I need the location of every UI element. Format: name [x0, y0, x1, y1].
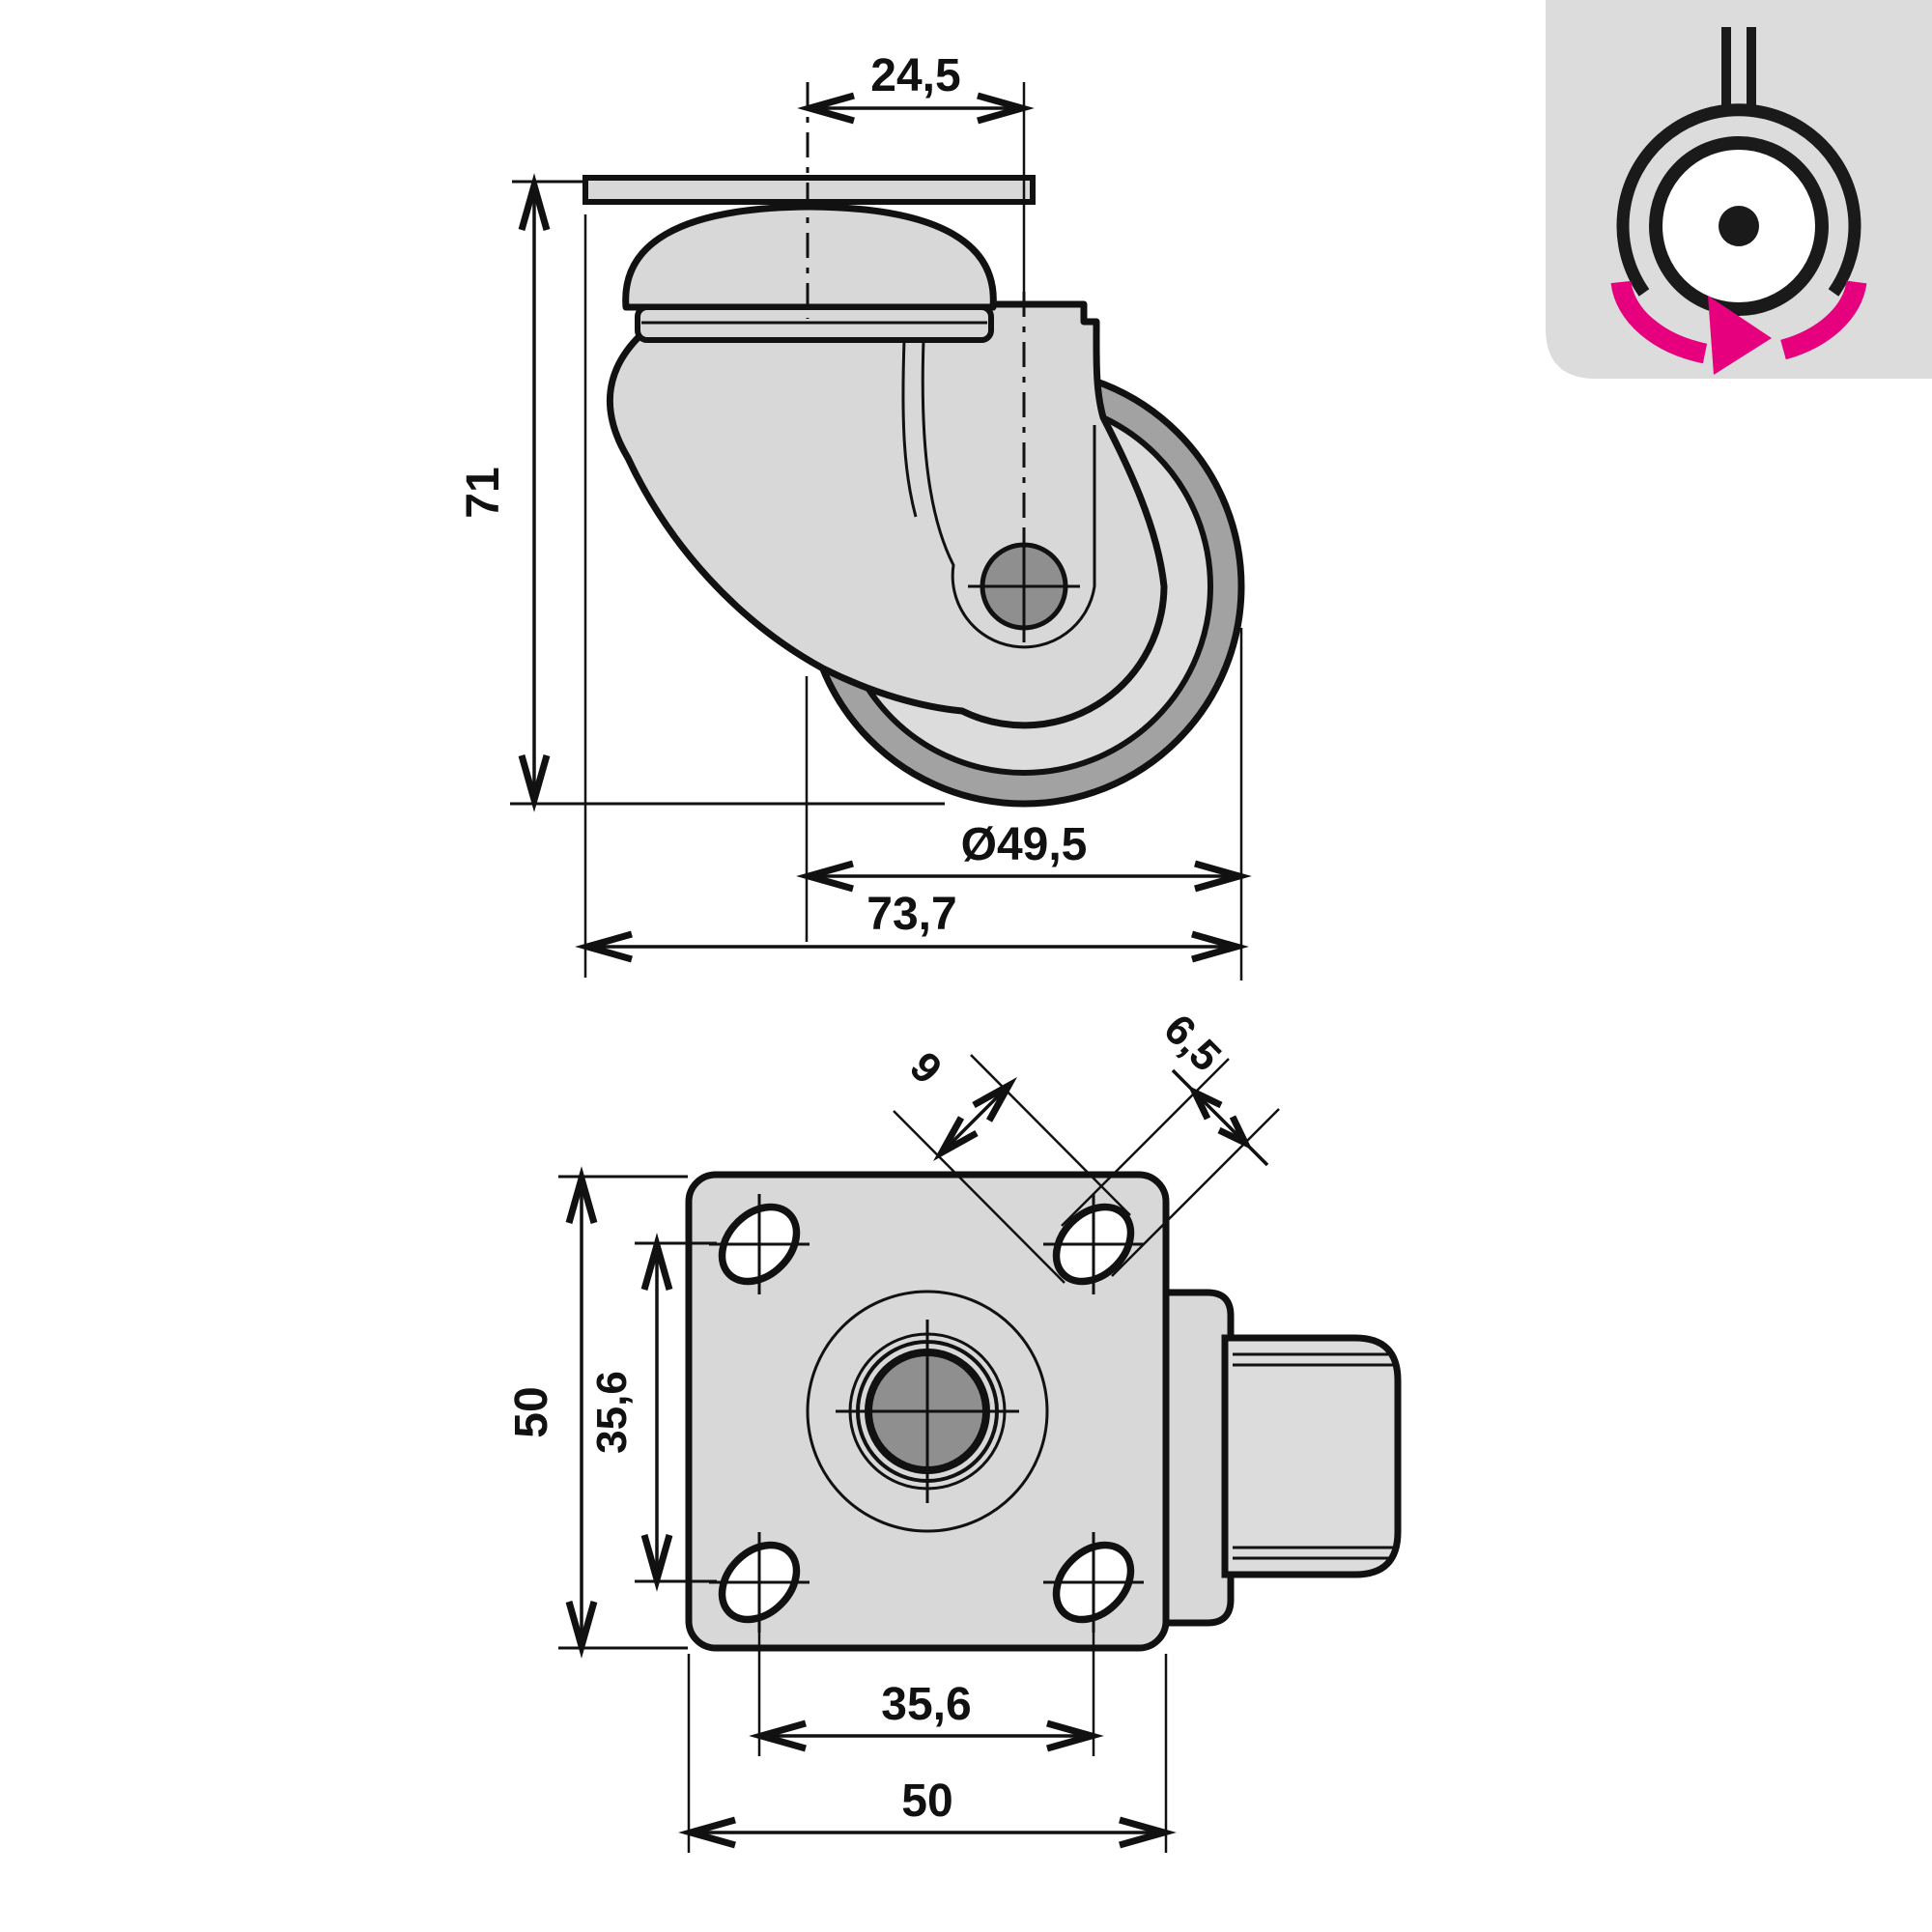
arrowhead-right — [1191, 930, 1249, 963]
ext-lines — [687, 1654, 1168, 1853]
swivel-rotation-icon — [1546, 0, 1932, 379]
ticks — [635, 1241, 717, 1583]
hole-top-left — [709, 1194, 810, 1294]
hub-center-cross — [836, 1320, 1019, 1503]
dim-hole-spacing-horizontal-label: 35,6 — [881, 1679, 971, 1730]
dim-hole-spacing-vertical: 35,6 — [588, 1233, 717, 1592]
arrowhead-left — [796, 860, 854, 893]
hole-cross — [709, 1194, 810, 1294]
side-view: 24,5 71 Ø49,5 73,7 — [458, 50, 1252, 980]
arrowhead-left — [678, 1816, 736, 1849]
rotation-arc-left — [1610, 280, 1708, 364]
axle-bolt — [968, 530, 1080, 642]
hub-sleeve — [1155, 1289, 1235, 1627]
hole-cross — [1043, 1194, 1144, 1294]
arrowhead-nw — [1187, 1085, 1223, 1121]
dim-hole-spacing-horizontal: 35,6 — [749, 1623, 1104, 1756]
ext-line-ne — [970, 1054, 1131, 1216]
arrowhead-se — [1217, 1115, 1253, 1151]
fork-crease — [901, 339, 918, 518]
icon-rotation-arrow — [1610, 280, 1867, 375]
arrowhead-left — [797, 92, 855, 125]
dim-wheel-diameter: Ø49,5 — [796, 628, 1252, 980]
hole-cross — [1043, 1532, 1144, 1633]
arrowhead-up — [565, 1166, 598, 1224]
swivel-hub — [806, 1290, 1049, 1533]
plan-view: 50 35,6 35,6 50 — [506, 1006, 1402, 1853]
hole-bottom-right — [1043, 1532, 1144, 1633]
hole-bottom-left — [709, 1532, 810, 1633]
dim-plate-height: 50 — [506, 1166, 688, 1659]
dim-height-label: 71 — [458, 467, 509, 518]
icon-stem — [1721, 27, 1756, 108]
hole-top-right — [1043, 1194, 1144, 1294]
arrowhead-right — [1194, 860, 1252, 893]
arrowhead-up — [518, 173, 551, 231]
ext-line-sw — [893, 1110, 1065, 1284]
dim-plate-height-label: 50 — [506, 1386, 557, 1437]
arrowhead-down — [518, 754, 551, 812]
rotation-arc-right — [1780, 280, 1867, 360]
wheel-tread-lines — [1233, 1352, 1393, 1560]
fork-body — [607, 300, 1168, 729]
arrowhead-up — [640, 1233, 673, 1291]
arrowhead-ne — [972, 1076, 1018, 1122]
wheel-plan — [1155, 1289, 1402, 1627]
arrowhead-down — [640, 1534, 673, 1592]
dim-offset: 24,5 — [797, 50, 1035, 125]
dim-line — [940, 1084, 1010, 1154]
dim-offset-label: 24,5 — [870, 50, 960, 101]
arrowhead-sw — [932, 1116, 979, 1162]
swivel-dome — [622, 203, 997, 311]
arrowhead-left — [749, 1719, 807, 1752]
dim-wheel-diameter-label: Ø49,5 — [961, 819, 1088, 870]
dim-height: 71 — [458, 173, 945, 812]
arrowhead-right — [977, 92, 1035, 125]
icon-fender-arc — [1616, 103, 1861, 297]
center-lines — [806, 82, 1026, 580]
arrowhead-right — [1119, 1816, 1177, 1849]
arrowhead-left — [575, 930, 633, 963]
wheel-top — [1221, 1334, 1402, 1578]
dim-line — [1171, 1068, 1269, 1167]
dim-slot-length-label: 9 — [900, 1043, 951, 1094]
rotation-arrowhead — [1708, 296, 1772, 375]
arrowhead-down — [565, 1601, 598, 1659]
ext-line-nw — [1061, 1058, 1230, 1227]
swivel-fork — [607, 300, 1168, 729]
dim-total-length-label: 73,7 — [867, 889, 956, 940]
mounting-plate-side — [582, 175, 1036, 343]
fork-slot-crease — [921, 339, 1096, 649]
icon-wheel-hub-dot — [1719, 206, 1759, 246]
arrowhead-right — [1046, 1719, 1104, 1752]
hub-outer-ring — [806, 1290, 1049, 1533]
dim-plate-width-label: 50 — [901, 1776, 952, 1827]
ext-line-se — [1111, 1108, 1280, 1277]
dim-total-length: 73,7 — [575, 214, 1249, 978]
hole-cross — [709, 1532, 810, 1633]
dim-hole-spacing-vertical-label: 35,6 — [588, 1371, 636, 1454]
dim-plate-width: 50 — [678, 1654, 1177, 1853]
mounting-holes — [709, 1194, 1144, 1633]
